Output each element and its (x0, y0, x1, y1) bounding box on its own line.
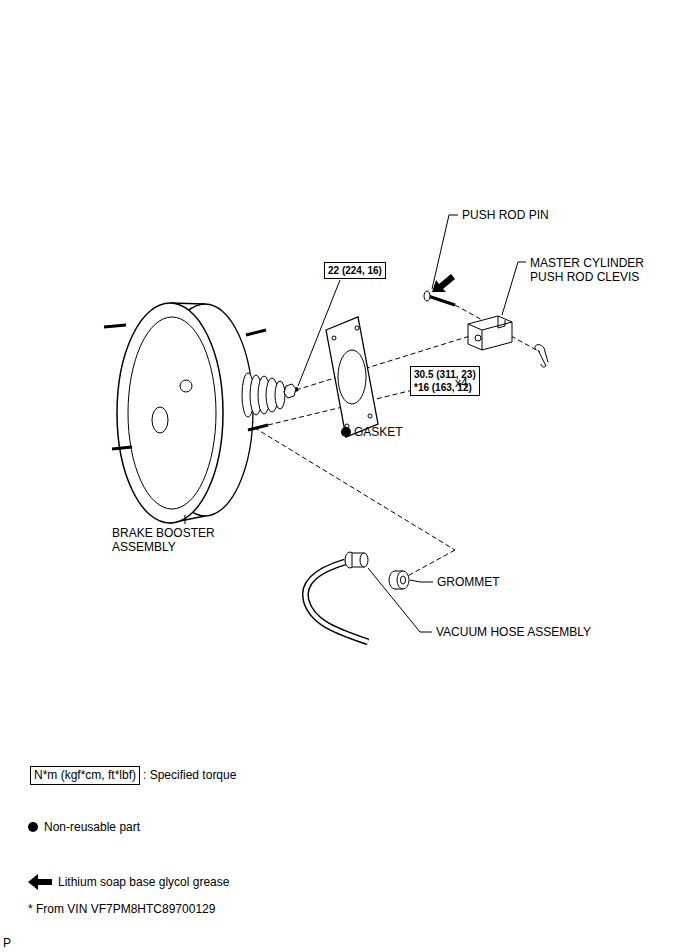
part-label: BRAKE BOOSTER ASSEMBLY (112, 526, 252, 554)
legend-text: Lithium soap base glycol grease (58, 875, 229, 889)
torque-value: 22 (224, 16) (328, 264, 382, 277)
legend-text: Non-reusable part (44, 820, 140, 834)
part-label: * From VIN VF7PM8HTC89700129 (28, 902, 215, 916)
torque-box: 22 (224, 16) (324, 262, 386, 279)
legend-text: : Specified torque (143, 768, 236, 782)
torque-value: N*m (kgf*cm, ft*lbf) (34, 768, 136, 783)
part-label: VACUUM HOSE ASSEMBLY (436, 625, 591, 639)
part-label: PUSH ROD PIN (462, 208, 549, 222)
part-label: P (3, 936, 11, 950)
part-label: x4 (455, 376, 468, 390)
part-label: GASKET (354, 425, 403, 439)
nonreusable-symbol (28, 822, 38, 832)
part-label: GROMMET (437, 575, 500, 589)
legend-torque-box: N*m (kgf*cm, ft*lbf) (30, 766, 140, 785)
torque-box: 30.5 (311, 23)*16 (163, 12) (410, 366, 480, 396)
grease-arrow-symbol (28, 874, 52, 890)
part-label: MASTER CYLINDER PUSH ROD CLEVIS (530, 256, 680, 284)
